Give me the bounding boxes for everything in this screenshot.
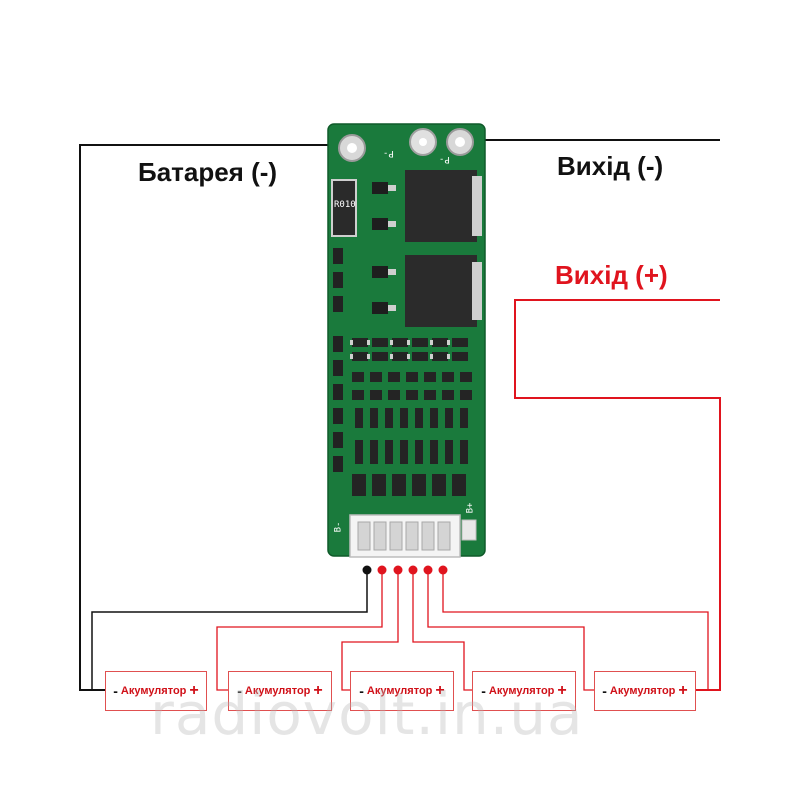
cell-minus-terminal: - — [113, 683, 118, 699]
wire-battery-minus — [79, 144, 350, 691]
wire-output-plus — [514, 299, 721, 691]
cell-plus-terminal: + — [678, 682, 688, 699]
pad-label-b-plus: B+ — [465, 502, 476, 514]
mosfet-1 — [405, 170, 477, 242]
label-output-minus: Вихід (-) — [557, 151, 664, 181]
balance-dot-4 — [408, 565, 418, 575]
resistor-code: R010 — [334, 200, 356, 210]
pad-label-b-minus: B- — [333, 521, 344, 533]
cell-label: Акумулятор — [488, 685, 555, 697]
cell-plus-terminal: + — [557, 682, 567, 699]
balance-wire-4 — [412, 570, 474, 691]
pad-label-p-left: P- — [383, 148, 394, 158]
balance-dot-2 — [377, 565, 387, 575]
battery-cell-1: - Акумулятор + — [105, 671, 207, 711]
cell-label: Акумулятор — [244, 685, 311, 697]
balance-wire-6 — [442, 570, 709, 691]
balance-dot-5 — [423, 565, 433, 575]
balance-wire-3 — [341, 570, 399, 691]
balance-dot-6 — [438, 565, 448, 575]
battery-cell-2: - Акумулятор + — [228, 671, 332, 711]
label-output-plus: Вихід (+) — [555, 260, 668, 290]
battery-cell-4: - Акумулятор + — [472, 671, 576, 711]
balance-dot-3 — [393, 565, 403, 575]
pad-label-p-right: P- — [439, 154, 450, 164]
cell-label: Акумулятор — [120, 685, 187, 697]
label-battery-minus: Батарея (-) — [138, 157, 278, 187]
shunt-resistor — [331, 179, 357, 237]
component-rows — [352, 338, 472, 496]
mosfet-2 — [405, 255, 477, 327]
cell-minus-terminal: - — [237, 683, 242, 699]
balance-wire-5 — [427, 570, 596, 691]
balance-wire-1 — [91, 570, 368, 691]
cell-plus-terminal: + — [189, 682, 199, 699]
balance-wire-2 — [216, 570, 383, 691]
cell-minus-terminal: - — [359, 683, 364, 699]
cell-label: Акумулятор — [366, 685, 433, 697]
battery-cell-3: - Акумулятор + — [350, 671, 454, 711]
cell-minus-terminal: - — [481, 683, 486, 699]
battery-cell-5: - Акумулятор + — [594, 671, 696, 711]
cell-minus-terminal: - — [602, 683, 607, 699]
watermark: radiovolt.in.ua — [150, 680, 584, 748]
cell-plus-terminal: + — [435, 682, 445, 699]
cell-plus-terminal: + — [313, 682, 323, 699]
pcb-board — [327, 123, 486, 558]
cell-label: Акумулятор — [609, 685, 676, 697]
balance-dot-1 — [362, 565, 372, 575]
